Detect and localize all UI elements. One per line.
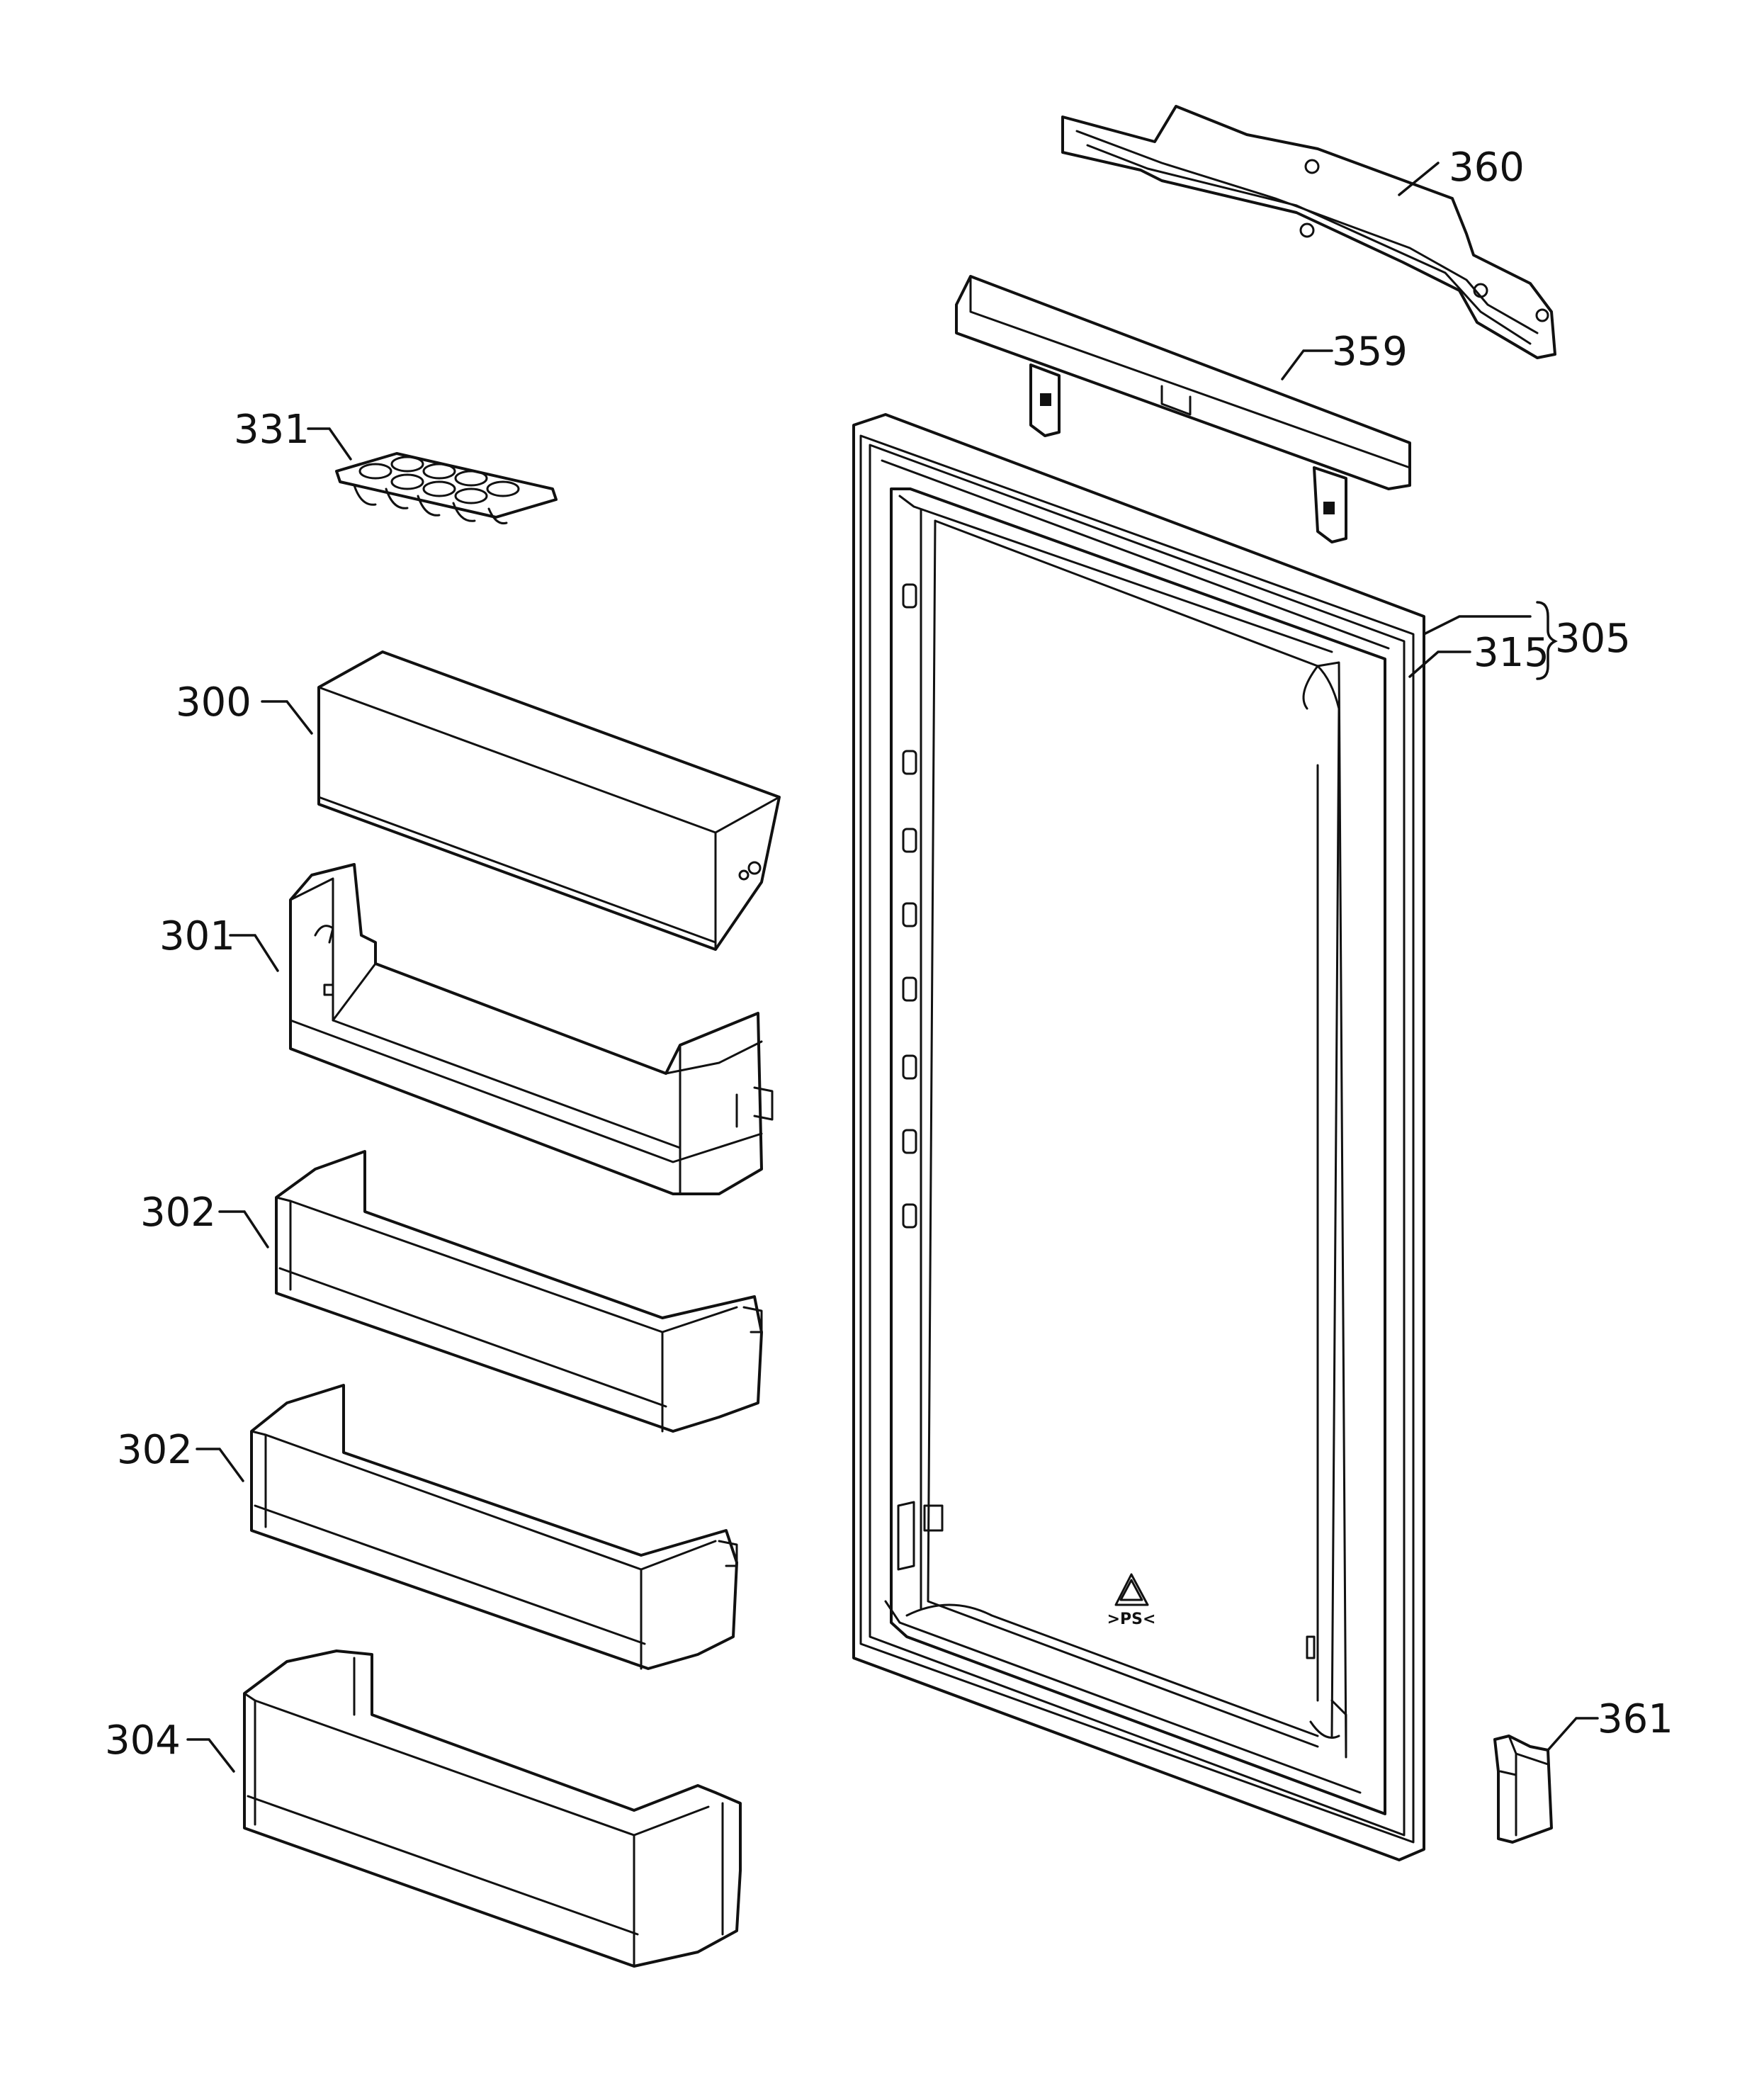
part-300-dairy-lid xyxy=(317,650,781,951)
part-359-hinge-cover xyxy=(955,275,1411,543)
callout-302-lower: 302 xyxy=(117,1427,193,1473)
svg-text:>PS<: >PS< xyxy=(1107,1611,1156,1628)
part-302-door-bin-lower xyxy=(250,1384,738,1670)
leader-315 xyxy=(1408,650,1471,678)
leader-360 xyxy=(1398,162,1440,196)
part-305-door-assembly: >PS< xyxy=(852,413,1425,1861)
leader-300 xyxy=(261,700,313,735)
recycle-symbol-icon: >PS< xyxy=(1107,1573,1156,1628)
leader-359 xyxy=(1281,349,1333,380)
leader-302-upper xyxy=(218,1210,269,1248)
part-361-bottom-hinge-cover xyxy=(1493,1735,1553,1844)
callout-361: 361 xyxy=(1598,1696,1673,1742)
callout-300: 300 xyxy=(176,679,251,726)
leader-301 xyxy=(229,934,279,972)
callout-305: 305 xyxy=(1555,616,1631,662)
callout-labels: 360 359 331 305 315 300 301 302 302 304 … xyxy=(105,145,1673,1764)
callout-359: 359 xyxy=(1332,329,1408,375)
part-360-hinge-bracket xyxy=(1061,105,1556,359)
callout-331: 331 xyxy=(234,407,310,453)
leader-331 xyxy=(307,427,352,461)
callout-360: 360 xyxy=(1449,145,1525,191)
callout-301: 301 xyxy=(159,913,235,959)
leader-305 xyxy=(1423,615,1532,636)
part-301-dairy-shelf xyxy=(289,863,774,1195)
callout-302-upper: 302 xyxy=(140,1190,216,1236)
leader-302-lower xyxy=(196,1448,244,1482)
part-331-egg-tray xyxy=(335,452,558,525)
part-302-door-bin-upper xyxy=(275,1150,763,1433)
shelf-lugs xyxy=(897,583,1316,1659)
leader-304 xyxy=(186,1738,235,1773)
leader-361 xyxy=(1547,1717,1599,1752)
part-304-bottle-bin xyxy=(243,1649,742,1968)
callout-304: 304 xyxy=(105,1718,181,1764)
brace-305 xyxy=(1536,601,1558,680)
leader-lines xyxy=(186,162,1599,1773)
callout-315: 315 xyxy=(1474,630,1549,676)
